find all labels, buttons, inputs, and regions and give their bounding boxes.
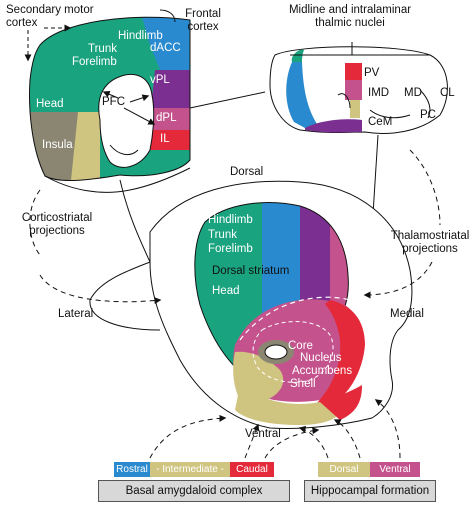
thalamus-pv-pink — [345, 80, 362, 100]
label-medial: Medial — [390, 308, 424, 320]
label-thalamus-imd: IMD — [368, 87, 390, 99]
label-striatum-hindlimb: Hindlimb — [208, 214, 253, 226]
label-dorsal: Dorsal — [230, 166, 264, 178]
thalamus-green-band — [291, 49, 304, 62]
ventral-red — [320, 385, 362, 420]
cortex-vpl-region — [150, 70, 190, 118]
label-cortex-head: Head — [36, 98, 64, 110]
thalamus-section — [269, 42, 448, 263]
label-ventral: Ventral — [245, 428, 281, 440]
label-secondary-motor-2: cortex — [6, 17, 38, 29]
cortex-il-region — [150, 130, 190, 150]
label-cortex-forelimb: Forelimb — [72, 56, 117, 68]
label-thalamus-md: MD — [404, 87, 422, 99]
legend-amygdala-rostral: Rostral — [114, 462, 150, 477]
label-cortex-trunk: Trunk — [88, 43, 117, 55]
label-corticostriatal-1: Corticostriatal — [21, 212, 93, 224]
thalamus-blue-band — [286, 62, 320, 128]
label-thalamostriatal-2: projections — [402, 243, 458, 255]
thalamus-pv-khaki — [350, 100, 360, 118]
cortex-insula-khaki — [70, 112, 100, 181]
label-frontal-2: cortex — [187, 21, 219, 33]
cortex-dpl-region — [150, 108, 190, 130]
label-cortex-pfc: PFC — [102, 96, 125, 108]
label-cortex-vpl: vPL — [150, 74, 170, 86]
label-thalamus-pv: PV — [364, 67, 380, 79]
label-nucleus: Nucleus — [300, 352, 342, 364]
legend-hippocampus-ventral: Ventral — [370, 462, 420, 477]
label-thalamus-cl: CL — [440, 87, 455, 99]
label-dorsal-striatum: Dorsal striatum — [212, 265, 290, 277]
label-accumbens: Accumbens — [292, 365, 353, 377]
label-cortex-dpl: dPL — [156, 112, 177, 124]
label-thalamus-pc: PC — [420, 109, 436, 121]
label-midline-2: thalmic nuclei — [315, 17, 385, 29]
label-striatum-trunk: Trunk — [208, 229, 237, 241]
label-lateral: Lateral — [58, 308, 94, 320]
label-core: Core — [288, 340, 313, 352]
label-thalamus-cem: CeM — [368, 116, 393, 128]
thalamus-purple-band — [305, 119, 362, 133]
cortex-section — [29, 16, 266, 193]
ventral-khaki — [235, 385, 340, 425]
legend-amygdala-intermediate: - Intermediate - — [150, 462, 230, 477]
cortex-dacc-region — [140, 17, 190, 70]
label-cortex-hindlimb: Hindlimb — [118, 30, 163, 42]
cortex-cavity — [98, 73, 155, 168]
label-striatum-forelimb: Forelimb — [208, 243, 253, 255]
label-frontal-1: Frontal — [185, 8, 221, 20]
label-shell: Shell — [290, 378, 316, 390]
label-cortex-il: IL — [160, 133, 170, 145]
label-midline-1: Midline and intralaminar — [288, 4, 412, 16]
label-secondary-motor-1: Secondary motor — [6, 4, 94, 16]
label-cortex-insula: Insula — [42, 139, 73, 151]
label-cortex-dacc: dACC — [150, 42, 181, 54]
legend-amygdala-caudal: Caudal — [230, 462, 274, 477]
thalamus-pv-red — [345, 63, 362, 80]
label-thalamostriatal-1: Thalamostriatal — [390, 230, 470, 242]
projection-arrows — [24, 9, 441, 459]
nacc-red — [315, 300, 365, 405]
legend-hippocampus-label: Hippocampal formation — [304, 480, 436, 502]
label-corticostriatal-2: projections — [29, 225, 85, 237]
label-striatum-head: Head — [212, 285, 240, 297]
legend-hippocampus-dorsal: Dorsal — [318, 462, 370, 477]
legend-amygdala-label: Basal amygdaloid complex — [98, 480, 290, 502]
striatum-section — [89, 179, 413, 430]
